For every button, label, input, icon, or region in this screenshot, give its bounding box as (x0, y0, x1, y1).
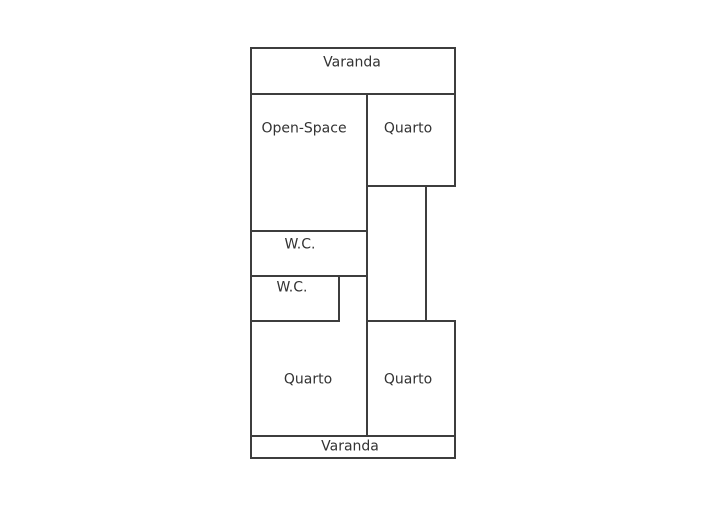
room-label-quarto-bottom-left: Quarto (283, 371, 333, 388)
room-label-quarto-top-right: Quarto (383, 120, 433, 137)
wall-wc-upper-bottom (250, 275, 368, 277)
wall-outer-bottom (250, 457, 456, 459)
room-label-open-space: Open-Space (261, 120, 347, 137)
room-label-varanda-top: Varanda (323, 54, 381, 71)
room-label-quarto-bottom-right: Quarto (383, 371, 433, 388)
room-label-varanda-bottom: Varanda (321, 438, 379, 455)
wall-outer-top (250, 47, 456, 49)
wall-openspace-bottom (250, 230, 368, 232)
wall-outer-right-upper (454, 47, 456, 187)
wall-varanda-bottom-top (250, 435, 456, 437)
wall-varanda-top-bottom (250, 93, 456, 95)
wall-quarto-bottomright-top (366, 320, 456, 322)
wall-outer-right-lower (454, 320, 456, 459)
wall-quarto-topright-bottom (366, 185, 456, 187)
wall-main-divider (366, 93, 368, 436)
wall-outer-left (250, 47, 252, 459)
room-label-wc-upper: W.C. (284, 236, 316, 253)
wall-wc-lower-bottom (250, 320, 340, 322)
wall-recess-right (425, 185, 427, 322)
room-label-wc-lower: W.C. (276, 279, 308, 296)
wall-wc-lower-right (338, 275, 340, 322)
